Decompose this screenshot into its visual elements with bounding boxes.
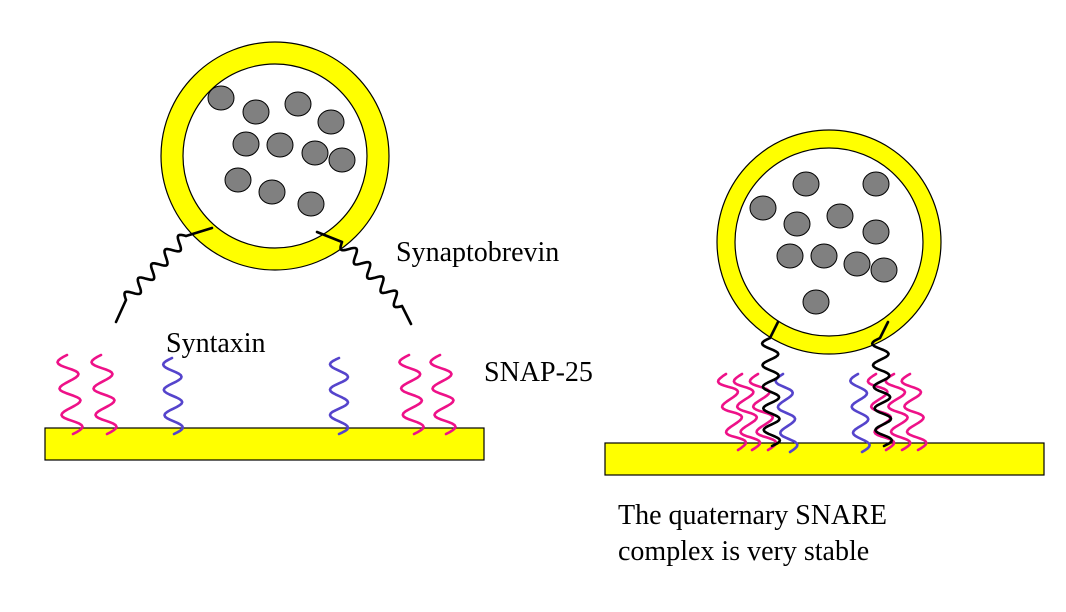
syntaxin-strand-icon [774, 372, 799, 454]
granule-icon [783, 211, 811, 237]
granule-icon [870, 257, 898, 283]
snap25-strand-icon [900, 372, 928, 452]
granule-icon [843, 251, 871, 277]
snap25-strand-icon [398, 353, 425, 436]
caption-line-2: complex is very stable [618, 536, 870, 567]
snap25-label: SNAP-25 [484, 357, 593, 388]
granule-icon [792, 171, 820, 197]
snap25-strand-icon [56, 353, 84, 436]
snap25-strand-icon [748, 372, 778, 452]
granule-icon [266, 132, 294, 158]
caption-line-1: The quaternary SNARE [618, 500, 888, 531]
granule-icon [207, 85, 235, 111]
snap25-strand-icon [884, 372, 912, 452]
granule-icon [776, 243, 804, 269]
granule-icon [258, 179, 286, 205]
right-vesicle [716, 129, 942, 355]
synaptobrevin-strand-icon [114, 226, 214, 324]
right-panel [604, 129, 1045, 476]
granule-icon [862, 219, 890, 245]
caption: The quaternary SNARE complex is very sta… [618, 498, 887, 570]
granule-icon [749, 195, 777, 221]
snap25-strand-icon [716, 372, 748, 452]
synaptobrevin-label: Synaptobrevin [396, 237, 560, 268]
left-membrane [44, 427, 485, 461]
left-panel [44, 41, 485, 461]
granule-icon [862, 171, 890, 197]
granule-icon [232, 131, 260, 157]
synaptobrevin-strand-icon [315, 230, 413, 326]
granule-icon [317, 109, 345, 135]
snap25-strand-icon [429, 353, 457, 436]
snap25-strand-icon [90, 353, 118, 436]
right-vesicle-lumen [734, 147, 924, 337]
granule-icon [328, 147, 356, 173]
synaptobrevin-strand-icon [760, 320, 782, 448]
left-strands [56, 226, 457, 436]
right-membrane [604, 442, 1045, 476]
granule-icon [810, 243, 838, 269]
syntaxin-strand-icon [849, 372, 871, 454]
left-vesicle [160, 41, 390, 271]
granule-icon [284, 91, 312, 117]
snap25-strand-icon [732, 372, 762, 452]
syntaxin-strand-icon [328, 356, 350, 436]
syntaxin-label: Syntaxin [166, 328, 266, 359]
right-strands [716, 320, 928, 454]
syntaxin-strand-icon [161, 356, 185, 436]
granule-icon [297, 191, 325, 217]
granule-icon [242, 99, 270, 125]
left-granules [207, 85, 356, 217]
granule-icon [301, 140, 329, 166]
granule-icon [826, 203, 854, 229]
granule-icon [802, 289, 830, 315]
right-granules [749, 171, 898, 315]
synaptobrevin-strand-icon [870, 320, 894, 448]
granule-icon [224, 167, 252, 193]
